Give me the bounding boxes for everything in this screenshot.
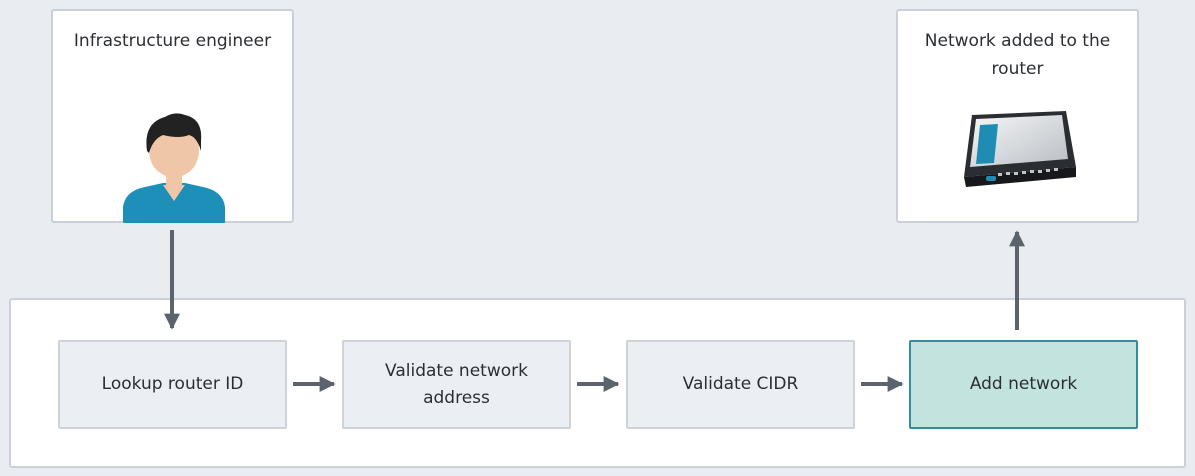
step-lookup-router-id: Lookup router ID bbox=[58, 340, 287, 429]
actor-title: Infrastructure engineer bbox=[73, 31, 272, 51]
router-icon bbox=[964, 111, 1076, 187]
step-label: Lookup router ID bbox=[101, 374, 244, 394]
result-card: Network added to the router bbox=[896, 9, 1139, 223]
actor-card: Infrastructure engineer bbox=[51, 9, 294, 223]
person-icon bbox=[123, 113, 225, 223]
step-validate-cidr: Validate CIDR bbox=[626, 340, 855, 429]
step-validate-network-address: Validate network address bbox=[342, 340, 571, 429]
step-label: Add network bbox=[969, 374, 1078, 394]
step-label: Validate CIDR bbox=[682, 374, 799, 394]
result-title: Network added to the router bbox=[924, 31, 1111, 79]
step-add-network: Add network bbox=[909, 340, 1138, 429]
step-label: Validate network address bbox=[385, 360, 528, 408]
